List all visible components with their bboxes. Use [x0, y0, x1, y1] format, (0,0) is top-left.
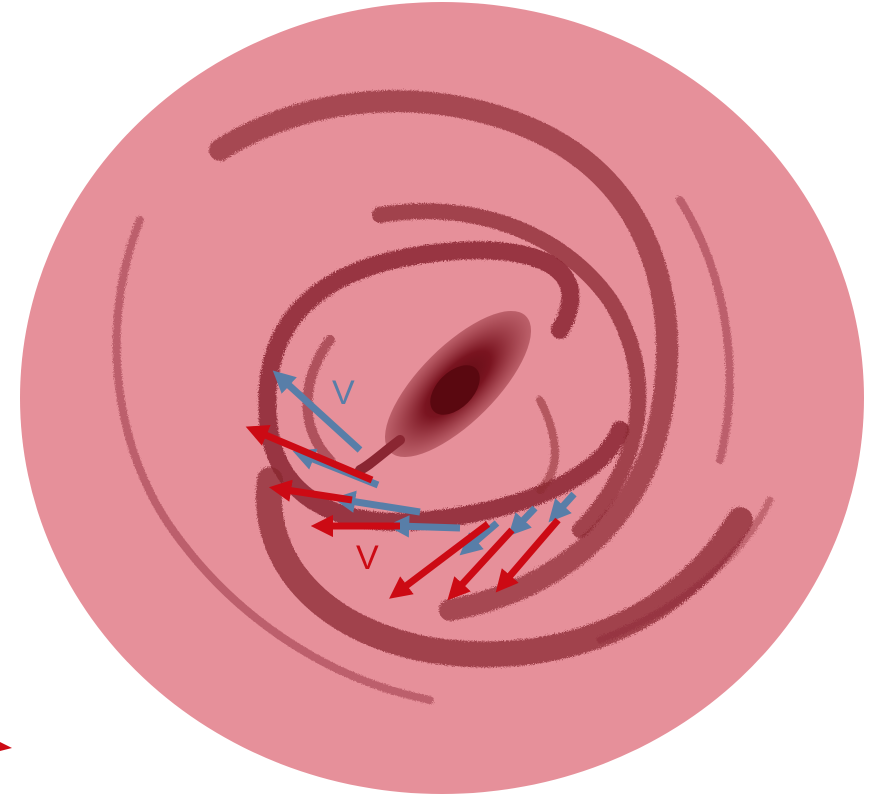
red-arrow	[268, 479, 353, 504]
red-velocity-vectors	[245, 425, 561, 601]
blue-arrow	[272, 370, 363, 453]
red-velocity-label: V	[356, 539, 379, 577]
spiral-arms	[112, 90, 774, 704]
blue-arrow	[386, 515, 461, 538]
inner-ring-arm	[258, 241, 629, 531]
faint-lower-arm	[596, 496, 774, 644]
blue-arrow	[332, 490, 421, 516]
blue-arrow	[548, 491, 577, 523]
inner-right-arc	[536, 396, 559, 494]
outer-arm	[209, 90, 679, 621]
blue-arrow	[459, 520, 500, 556]
blue-arrow	[508, 505, 538, 537]
blue-velocity-label: V	[332, 374, 355, 412]
galactic-core	[430, 365, 480, 415]
middle-arm	[372, 203, 647, 538]
lower-arm	[255, 467, 753, 668]
bar-tail	[355, 435, 405, 475]
red-arrow	[495, 517, 561, 593]
red-arrow	[245, 425, 374, 484]
stray-red-mark	[0, 742, 12, 751]
faint-right-arm	[676, 196, 734, 464]
red-arrow	[447, 527, 515, 601]
red-arrow	[389, 521, 491, 599]
faint-left-arm	[112, 216, 434, 704]
